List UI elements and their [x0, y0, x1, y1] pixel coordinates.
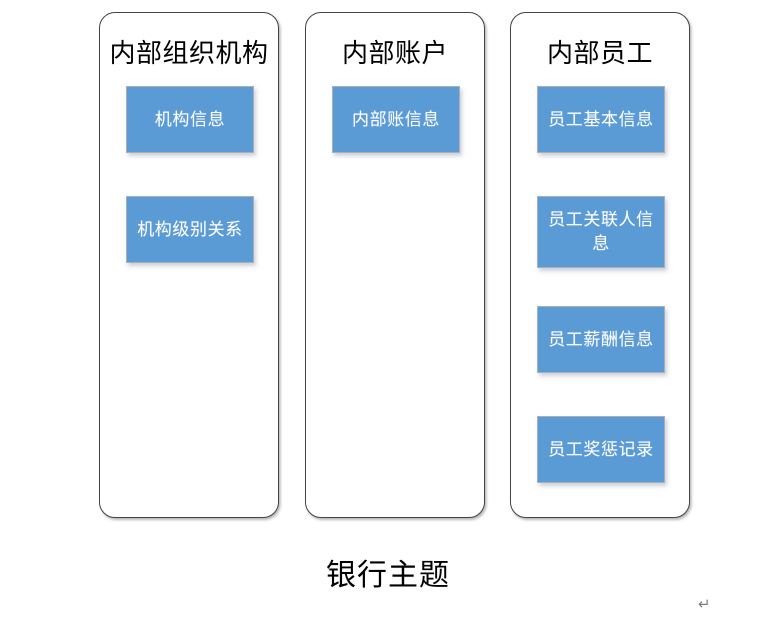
entity-box-employee-reward-punishment-record[interactable]: 员工奖惩记录 — [537, 416, 665, 483]
entity-box-employee-basic-info[interactable]: 员工基本信息 — [537, 86, 665, 153]
paragraph-return-icon: ↵ — [698, 595, 711, 613]
group-container-internal-organization[interactable]: 内部组织机构 机构信息 机构级别关系 — [99, 12, 279, 518]
group-title-internal-organization: 内部组织机构 — [109, 38, 269, 68]
entity-box-org-info[interactable]: 机构信息 — [126, 86, 254, 153]
entity-label-internal-account-info: 内部账信息 — [352, 109, 440, 129]
entity-box-employee-salary-info[interactable]: 员工薪酬信息 — [537, 306, 665, 373]
entity-label-employee-related-person-info: 员工关联人信息 — [548, 210, 654, 253]
page-title: 银行主题 — [326, 559, 450, 592]
entity-label-org-level-relation: 机构级别关系 — [137, 219, 243, 239]
group-title-internal-employee: 内部员工 — [546, 38, 653, 68]
entity-box-internal-account-info[interactable]: 内部账信息 — [332, 86, 460, 153]
group-container-internal-employee[interactable]: 内部员工 员工基本信息 员工关联人信息 员工薪酬信息 员工奖惩记录 — [510, 12, 690, 518]
group-title-internal-account: 内部账户 — [341, 38, 448, 68]
entity-label-employee-basic-info: 员工基本信息 — [548, 109, 654, 129]
entity-label-employee-salary-info: 员工薪酬信息 — [548, 329, 654, 349]
entity-box-org-level-relation[interactable]: 机构级别关系 — [126, 196, 254, 263]
group-container-internal-account[interactable]: 内部账户 内部账信息 — [305, 12, 485, 518]
entity-label-org-info: 机构信息 — [154, 109, 226, 129]
entity-box-employee-related-person-info[interactable]: 员工关联人信息 — [537, 196, 665, 268]
entity-label-employee-reward-punishment-record: 员工奖惩记录 — [548, 439, 654, 459]
